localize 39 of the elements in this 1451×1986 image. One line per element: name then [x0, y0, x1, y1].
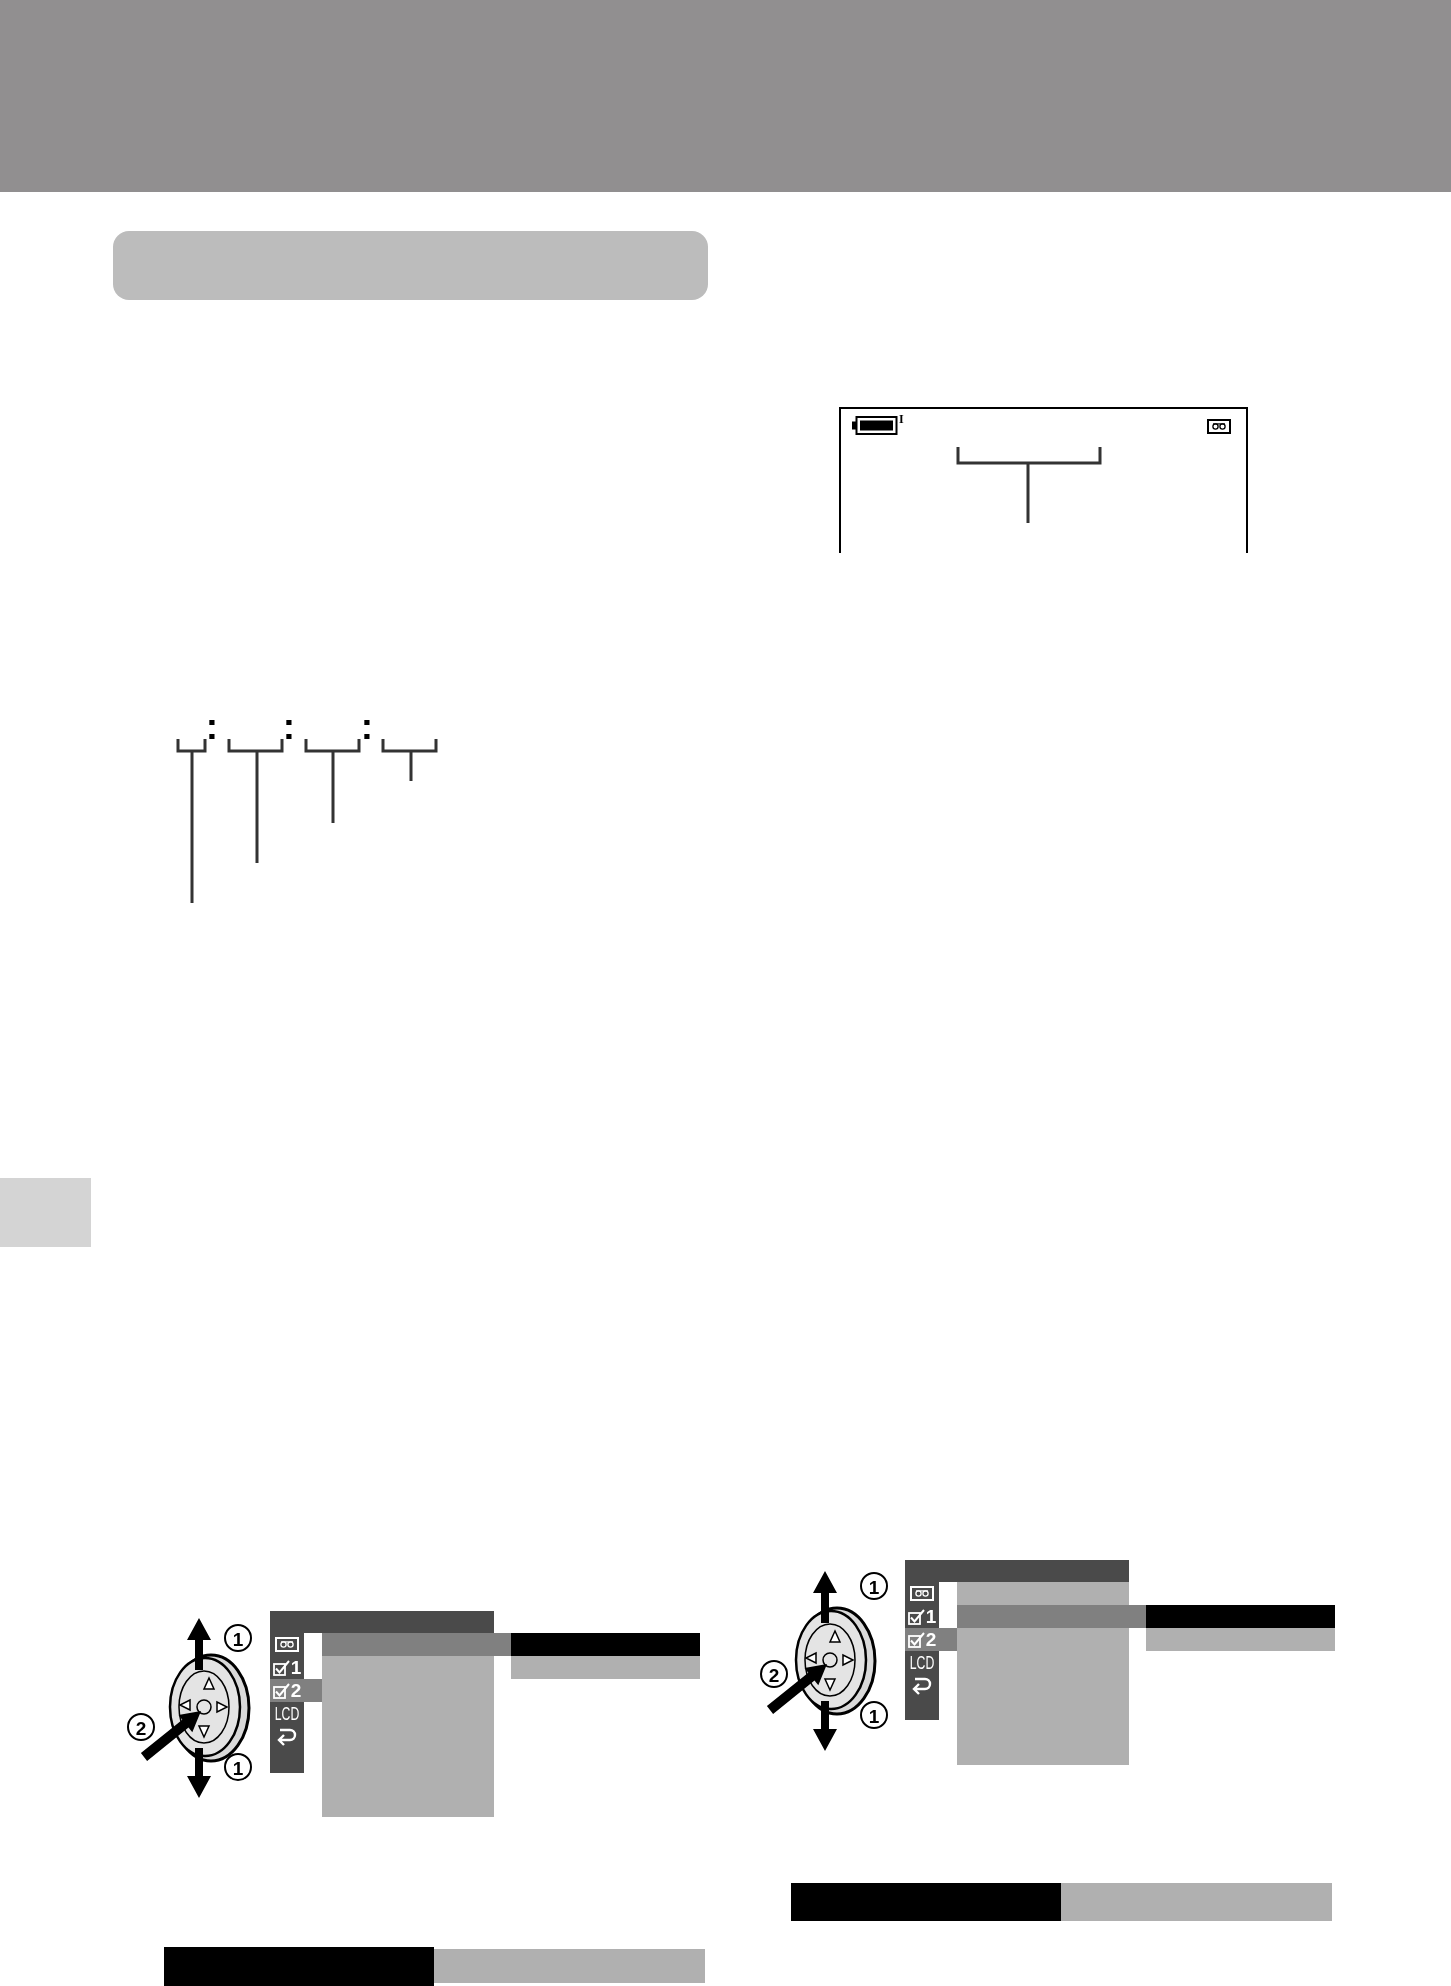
selected-menu-row [322, 1633, 511, 1656]
menu-sidebar [905, 1651, 939, 1720]
callout-number: 1 [868, 1706, 880, 1726]
menu-title-bar [905, 1560, 1129, 1582]
callout-number: 2 [135, 1718, 147, 1738]
side-tab [0, 1178, 91, 1247]
colon-separator: : [360, 707, 374, 745]
colon-separator: : [205, 707, 219, 745]
callout-number: 1 [868, 1577, 880, 1597]
plain-bar [1061, 1883, 1332, 1921]
menu-item-label: 1 [925, 1607, 937, 1626]
colon-separator: : [282, 707, 296, 745]
highlighted-menu-row [905, 1628, 957, 1651]
option-bar [1146, 1628, 1335, 1651]
callout-number: 2 [768, 1665, 780, 1685]
selected-option-bar [1146, 1605, 1335, 1628]
highlight-bar [164, 1947, 434, 1986]
menu-row [957, 1582, 1129, 1605]
menu-item-label: 2 [290, 1681, 302, 1700]
battery-level-mark: I [899, 413, 904, 425]
callout-number: 1 [232, 1758, 244, 1778]
plain-bar [434, 1949, 705, 1983]
menu-item-label: LCD [274, 1704, 300, 1723]
menu-panel [322, 1656, 494, 1817]
option-bar [511, 1656, 700, 1679]
highlighted-menu-row [270, 1679, 322, 1702]
title-tab [113, 231, 708, 300]
selected-menu-row [957, 1605, 1146, 1628]
callout-number: 1 [232, 1629, 244, 1649]
menu-sidebar [270, 1702, 304, 1773]
menu-title-bar [270, 1611, 494, 1633]
highlight-bar [791, 1883, 1061, 1921]
menu-item-label: 1 [290, 1658, 302, 1677]
menu-item-label: LCD [909, 1653, 935, 1672]
menu-item-label: 2 [925, 1630, 937, 1649]
menu-sidebar [270, 1633, 304, 1679]
selected-option-bar [511, 1633, 700, 1656]
menu-panel [957, 1628, 1129, 1765]
menu-sidebar [905, 1582, 939, 1628]
